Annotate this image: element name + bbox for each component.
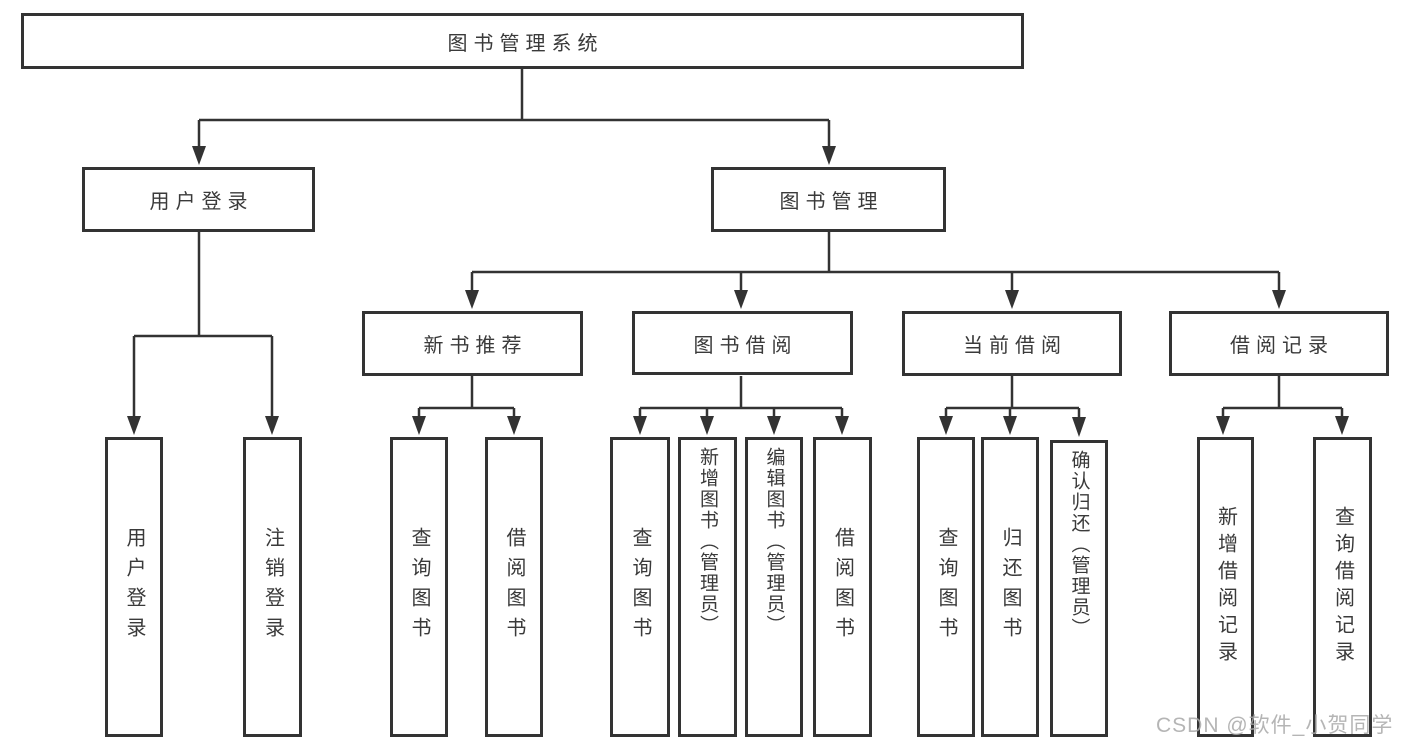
arrowhead (633, 416, 647, 435)
arrowheads (127, 146, 1349, 437)
leaf-logout: 注销登录 (243, 437, 302, 737)
node-borrow-records: 借阅记录 (1169, 311, 1389, 376)
leaf-user-login: 用户登录 (105, 437, 163, 737)
arrowhead (127, 416, 141, 435)
leaf-label: 归还图书 (999, 527, 1021, 647)
arrowhead (265, 416, 279, 435)
connector-book-borrow-branch (638, 376, 844, 420)
arrowhead (1216, 416, 1230, 435)
arrowhead (465, 290, 479, 309)
arrowhead (507, 416, 521, 435)
node-new-book-recommend: 新书推荐 (362, 311, 583, 376)
arrowhead (1072, 417, 1086, 437)
connector-borrow-records-branch (1221, 376, 1344, 420)
leaf-label: 新增图书（管理员） (697, 447, 718, 636)
node-root: 图书管理系统 (21, 13, 1024, 69)
leaf-label: 编辑图书（管理员） (763, 447, 785, 636)
arrowhead (734, 290, 748, 309)
arrowhead (192, 146, 206, 165)
arrowhead (1005, 290, 1019, 309)
leaf-add-borrow-record: 新增借阅记录 (1197, 437, 1254, 737)
arrowhead (700, 416, 714, 435)
leaf-label: 确认归还（管理员） (1068, 450, 1090, 639)
arrowhead (822, 146, 836, 165)
connector-book-mgmt-branch (470, 232, 1281, 294)
node-current-borrow: 当前借阅 (902, 311, 1122, 376)
leaf-label: 用户登录 (123, 527, 145, 647)
leaf-return-books: 归还图书 (981, 437, 1039, 737)
csdn-watermark: CSDN @软件_小贺同学 (1156, 714, 1394, 737)
leaf-query-borrow-record: 查询借阅记录 (1313, 437, 1372, 737)
leaf-label: 借阅图书 (503, 527, 525, 647)
connector-root-junction (197, 69, 831, 150)
leaf-add-books-admin: 新增图书（管理员） (678, 437, 737, 737)
leaf-borrow-books: 借阅图书 (813, 437, 872, 737)
connector-current-borrow-branch (944, 376, 1081, 421)
leaf-query-books-recommend: 查询图书 (390, 437, 448, 737)
leaf-label: 查询图书 (935, 527, 957, 647)
connector-new-books-branch (417, 376, 516, 420)
leaf-borrow-books-recommend: 借阅图书 (485, 437, 543, 737)
node-book-management: 图书管理 (711, 167, 946, 232)
leaf-label: 查询借阅记录 (1331, 506, 1354, 668)
leaf-label: 借阅图书 (831, 527, 854, 647)
arrowhead (835, 416, 849, 435)
leaf-label: 新增借阅记录 (1214, 506, 1237, 668)
node-user-login: 用户登录 (82, 167, 315, 232)
leaf-confirm-return-admin: 确认归还（管理员） (1050, 440, 1108, 737)
node-book-borrow: 图书借阅 (632, 311, 853, 375)
arrowhead (1335, 416, 1349, 435)
arrowhead (767, 416, 781, 435)
leaf-edit-books-admin: 编辑图书（管理员） (745, 437, 803, 737)
leaf-label: 注销登录 (261, 527, 284, 647)
arrowhead (1003, 416, 1017, 435)
leaf-label: 查询图书 (408, 527, 430, 647)
connector-user-login-branch (132, 232, 274, 420)
arrowhead (412, 416, 426, 435)
arrowhead (1272, 290, 1286, 309)
arrowhead (939, 416, 953, 435)
leaf-query-books-borrow: 查询图书 (610, 437, 670, 737)
leaf-label: 查询图书 (629, 527, 651, 647)
leaf-query-books-current: 查询图书 (917, 437, 975, 737)
